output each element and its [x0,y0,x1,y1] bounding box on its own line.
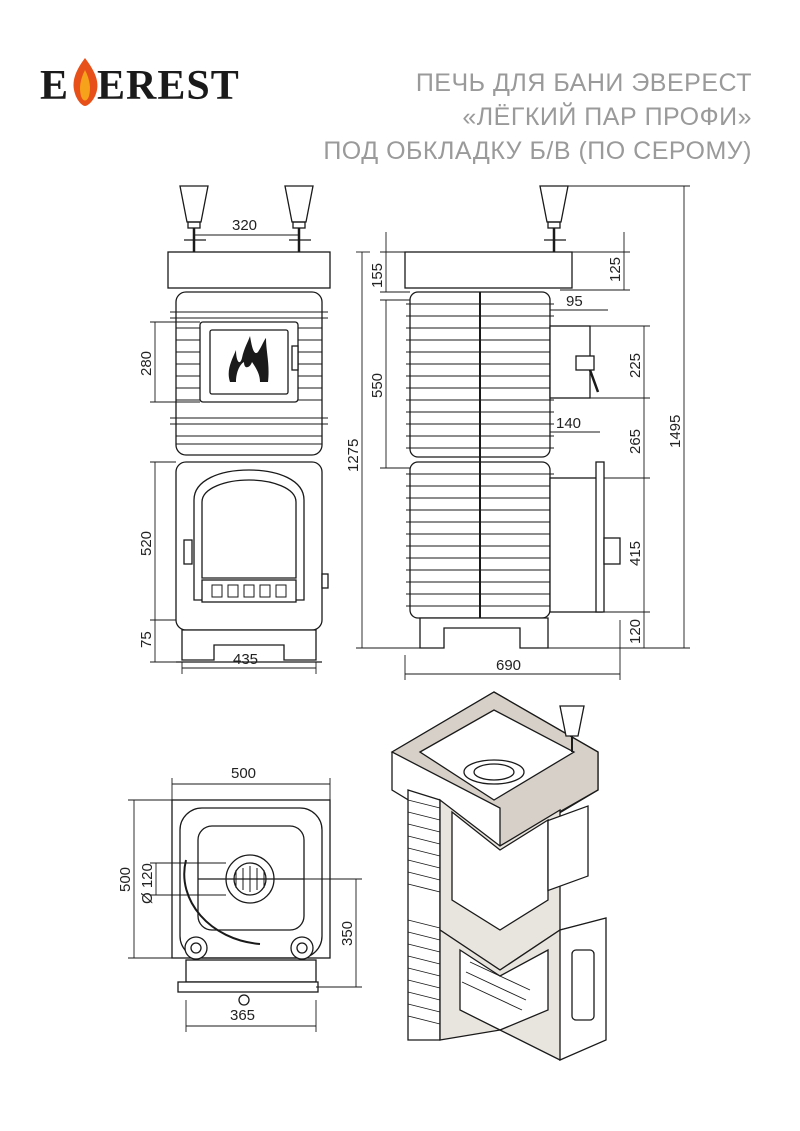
dim-120: 120 [627,619,644,644]
top-dimensions [128,778,362,1032]
cutaway-fitting [559,705,585,737]
dim-520: 520 [138,531,155,556]
dim-500-depth: 500 [117,867,134,892]
title-line-2: «ЛЁГКИЙ ПАР ПРОФИ» [462,103,752,131]
dim-1275: 1275 [345,439,362,472]
side-dimensions [356,185,690,680]
dim-690: 690 [496,657,521,674]
top-fitting-right [284,185,314,252]
dim-550: 550 [369,373,386,398]
ash-grate [201,579,297,603]
front-view [150,185,331,674]
upper-ribs [170,311,328,445]
cutaway-lower-door [559,917,607,1061]
dim-365: 365 [230,1007,255,1024]
product-title: ПЕЧЬ ДЛЯ БАНИ ЭВЕРЕСТ «ЛЁГКИЙ ПАР ПРОФИ»… [323,66,752,168]
dim-265: 265 [627,429,644,454]
dim-435: 435 [233,651,258,668]
side-legs [419,617,549,649]
dim-125: 125 [607,257,624,282]
top-fitting-left [179,185,209,252]
dim-500-width: 500 [231,765,256,782]
lower-door [193,469,305,601]
dim-95: 95 [566,293,583,310]
dim-140: 140 [556,415,581,432]
cutaway-view [390,691,607,1061]
top-view-door [185,959,317,983]
side-fitting [539,185,569,252]
dim-flue-diameter: Ø 120 [139,863,156,904]
side-lower-door [549,477,603,613]
title-line-3: ПОД ОБКЛАДКУ Б/В (ПО СЕРОМУ) [323,137,752,165]
cutaway-upper-door [547,805,589,892]
dim-155: 155 [369,263,386,288]
dim-1495: 1495 [667,415,684,448]
top-view [128,778,362,1032]
side-top-tank [404,251,573,289]
side-ribs [406,292,554,618]
dim-225: 225 [627,353,644,378]
side-view [356,185,690,680]
dim-415: 415 [627,541,644,566]
door-flame-icon [228,336,269,382]
dim-75: 75 [138,631,155,648]
top-tank [167,251,331,289]
front-dimensions [150,229,317,674]
dim-280: 280 [138,351,155,376]
title-line-1: ПЕЧЬ ДЛЯ БАНИ ЭВЕРЕСТ [415,69,752,97]
dim-320: 320 [232,217,257,234]
dim-350: 350 [339,921,356,946]
legs [181,629,317,661]
flame-icon [73,58,98,106]
